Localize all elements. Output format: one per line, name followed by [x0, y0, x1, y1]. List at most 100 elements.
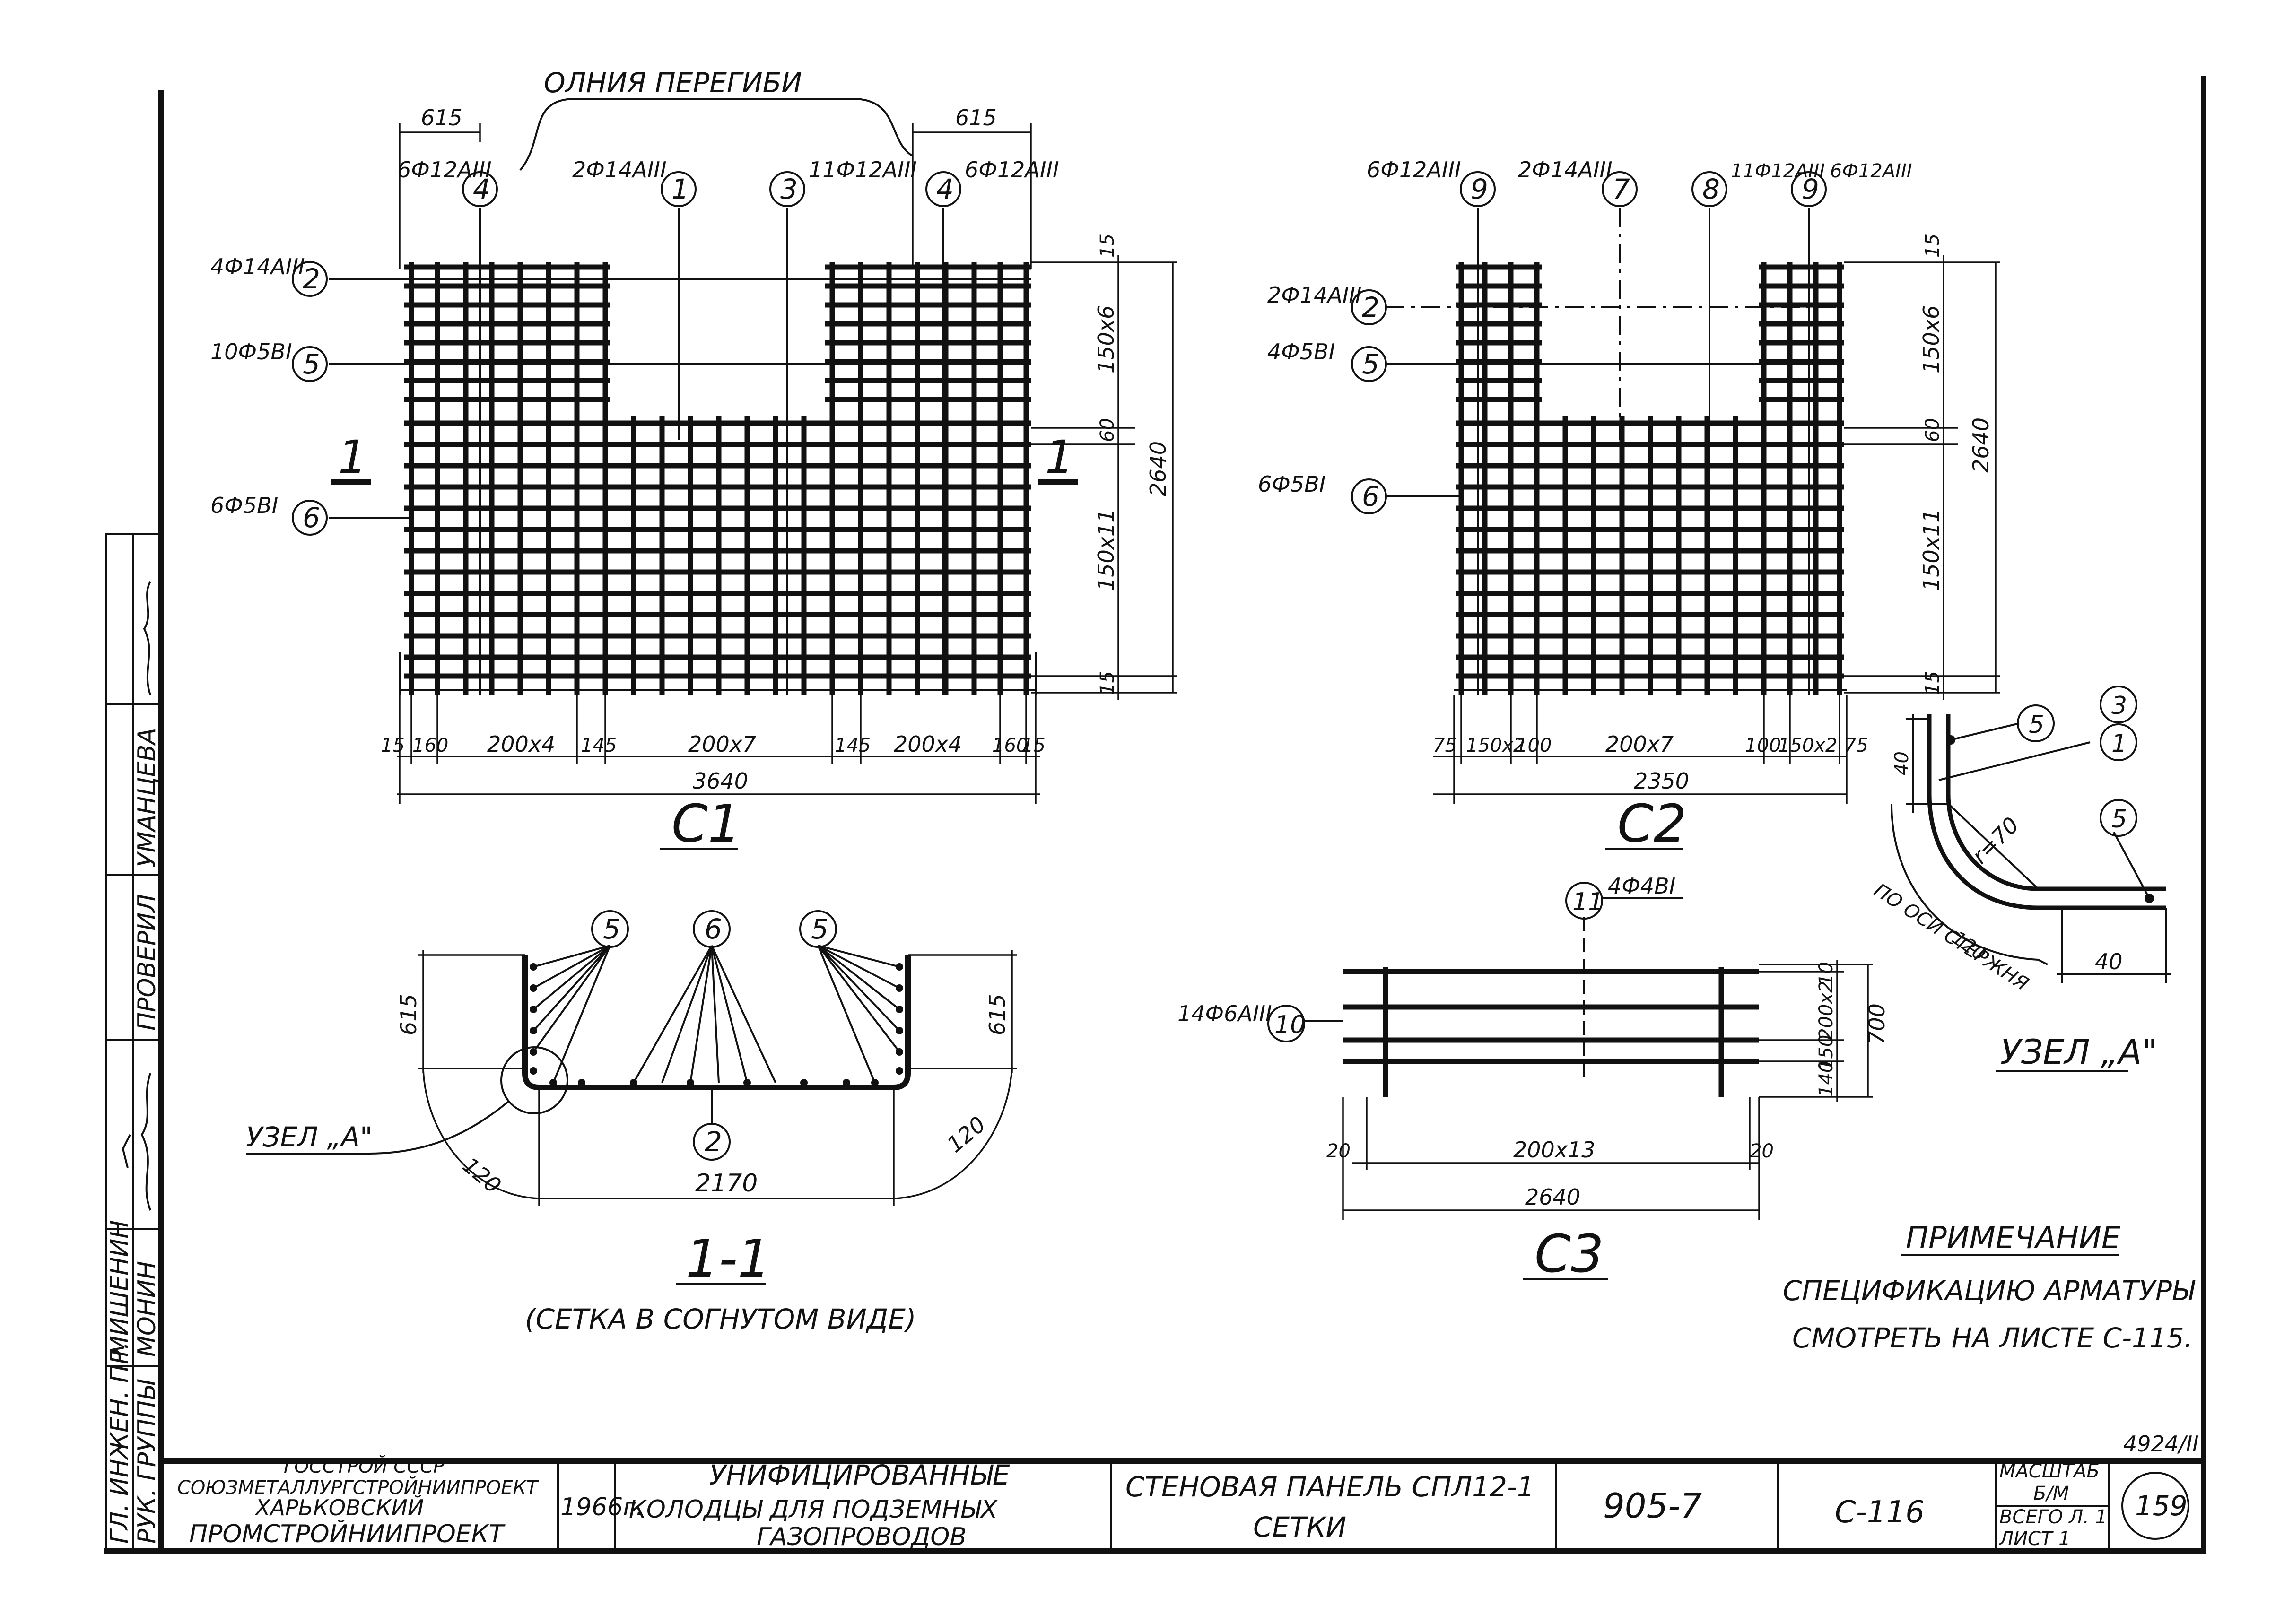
c1-cut-right: 1 — [1045, 431, 1074, 484]
c1-spec-4a: 6Ф12АIII — [397, 157, 492, 182]
stamp-row2-name: МОНИН — [133, 1261, 161, 1357]
c2-spec-6: 6Ф5ВI — [1258, 471, 1325, 497]
c1-b-200x7: 200х7 — [688, 731, 756, 757]
c3-dim-bottom — [1342, 1097, 1760, 1220]
c1-spec-6: 6Ф5ВI — [210, 493, 278, 518]
c1-b-145b: 145 — [835, 735, 871, 756]
c1-bubble-1 — [661, 171, 697, 207]
c2-b-75a: 75 — [1433, 735, 1457, 756]
section-node-label: УЗЕЛ „А" — [246, 1121, 373, 1153]
section-dim-120a: 120 — [458, 1152, 506, 1198]
c2-dim-15b: 15 — [1922, 671, 1944, 695]
c1-bubble-3 — [769, 171, 805, 207]
c1-dim-150x11: 150х11 — [1093, 509, 1119, 591]
tb-series-2: КОЛОДЦЫ ДЛЯ ПОДЗЕМНЫХ — [629, 1495, 998, 1524]
svg-text:1: 1 — [2111, 729, 2127, 758]
section-bubble-5b — [799, 910, 837, 948]
svg-text:6: 6 — [303, 502, 320, 534]
c2-dim-150x11: 150х11 — [1918, 509, 1944, 591]
c3-d-20a: 20 — [1326, 1140, 1351, 1162]
c3-spec-10: 14Ф6АIII — [1177, 1001, 1272, 1026]
c3-bars — [1343, 967, 1759, 1097]
svg-text:5: 5 — [2111, 805, 2127, 834]
node-a-rod-inner — [1946, 714, 2166, 891]
note-line-2: СМОТРЕТЬ НА ЛИСТЕ С-115. — [1792, 1322, 2193, 1354]
c1-dim-615b: 615 — [955, 105, 997, 130]
c2-dim-2640: 2640 — [1968, 417, 1994, 473]
c1-dim-615a: 615 — [421, 105, 462, 130]
c2-spec-5: 4Ф5ВI — [1267, 339, 1335, 365]
svg-text:2: 2 — [705, 1126, 722, 1158]
tb-series-3: ГАЗОПРОВОДОВ — [757, 1523, 967, 1551]
svg-text:10: 10 — [1274, 1011, 1306, 1039]
section-bubble-6 — [693, 910, 731, 948]
c3-d-150: 150 — [1815, 1035, 1837, 1071]
c3-d-140: 140 — [1815, 1061, 1837, 1097]
bend-line-brace — [519, 98, 914, 171]
c1-vertical-bars — [409, 262, 1029, 695]
svg-text:5: 5 — [1362, 348, 1379, 380]
c2-spec-2: 2Ф14АIII — [1267, 282, 1362, 308]
svg-text:4: 4 — [473, 173, 490, 205]
c1-dim-15t: 15 — [1097, 234, 1118, 258]
note-line-1: СПЕЦИФИКАЦИЮ АРМАТУРЫ — [1783, 1275, 2196, 1307]
node-a-detail: 5 3 1 5 40 r=70 120 ПО ОСИ СТЕРЖНЯ 40 УЗ… — [1870, 686, 2171, 1072]
c2-leaders — [1386, 208, 1844, 695]
archive-number: 4924/II — [2123, 1431, 2199, 1457]
c1-dim-top — [399, 123, 1032, 269]
tb-series-1: УНИФИЦИРОВАННЫЕ — [709, 1459, 1010, 1491]
svg-text:5: 5 — [603, 913, 620, 945]
tb-total-sheets: ВСЕГО Л. 1 — [1999, 1506, 2107, 1528]
node-a-bubble-1 — [2100, 723, 2137, 761]
c1-spec-3: 11Ф12АIII — [809, 157, 917, 182]
node-a-leaders — [1891, 714, 2171, 983]
mesh-c1: 4 1 3 4 2 5 6 6Ф12АIII 2Ф14АIII 11Ф12АII… — [210, 105, 1177, 854]
node-a-bubble-3 — [2100, 686, 2137, 723]
c3-d-10: 10 — [1815, 962, 1837, 986]
section-dim-2170: 2170 — [695, 1169, 758, 1198]
svg-text:9: 9 — [1471, 173, 1488, 205]
c1-dim-15b: 15 — [1097, 671, 1118, 695]
tb-item-1: СТЕНОВАЯ ПАНЕЛЬ СПЛ12-1 — [1125, 1471, 1534, 1503]
c1-bubble-4b — [925, 171, 961, 207]
stamp-row3-role: ПРОВЕРИЛ — [133, 894, 161, 1031]
section-title: 1-1 — [686, 1228, 771, 1289]
svg-text:2: 2 — [1362, 291, 1379, 323]
bend-line-text: ОЛНИЯ ПЕРЕГИБИ — [544, 67, 802, 99]
svg-text:5: 5 — [2029, 711, 2044, 739]
c3-bubble-10 — [1267, 1005, 1305, 1042]
c2-b-100b: 100 — [1745, 735, 1781, 756]
svg-text:1: 1 — [671, 173, 689, 205]
c3-d-200x13: 200х13 — [1513, 1137, 1596, 1163]
svg-text:6: 6 — [1362, 480, 1379, 512]
c2-spec-9a: 6Ф12АIII — [1367, 157, 1461, 182]
c2-b-200x7: 200х7 — [1605, 731, 1674, 757]
tb-year: 1966г. — [560, 1493, 644, 1521]
c2-dim-bottom — [1433, 695, 1848, 804]
tb-sheet-no: ЛИСТ 1 — [1998, 1528, 2071, 1550]
c1-b-160b: 160 — [992, 735, 1028, 756]
section-bent-mesh — [522, 955, 911, 1090]
c2-dim-150x6: 150х6 — [1918, 305, 1944, 373]
c2-dim-60: 60 — [1922, 418, 1944, 442]
c2-spec-7: 2Ф14АIII — [1518, 157, 1613, 182]
section-dim-615a: 615 — [396, 994, 421, 1035]
section-bubble-5a — [591, 910, 629, 948]
section-dim-120b: 120 — [942, 1112, 990, 1158]
svg-text:3: 3 — [780, 173, 798, 205]
c1-dim-right — [1031, 255, 1177, 700]
c2-bubble-2 — [1351, 289, 1387, 325]
section-1-1: 5 6 5 2 УЗЕЛ „А" 615 615 120 120 21 — [246, 910, 1017, 1335]
stamp-row1-role: ГЛ. ИНЖЕН. ПР. — [105, 1342, 134, 1544]
stamp-row2-role: РУК. ГРУППЫ — [133, 1379, 161, 1544]
c1-dim-bottom — [397, 695, 1040, 804]
svg-text:2: 2 — [303, 263, 320, 295]
tb-page-circle — [2121, 1472, 2189, 1540]
c2-spec-9b: 6Ф12АIII — [1830, 160, 1912, 182]
svg-text:7: 7 — [1613, 173, 1630, 205]
c2-bubble-8 — [1691, 171, 1727, 207]
tb-sheet: С-116 — [1835, 1495, 1925, 1530]
tb-org-1: ГОССТРОЙ СССР — [284, 1455, 445, 1477]
node-a-d-40b: 40 — [2095, 949, 2123, 974]
stamp-row3-name: УМАНЦЕВА — [133, 728, 161, 868]
